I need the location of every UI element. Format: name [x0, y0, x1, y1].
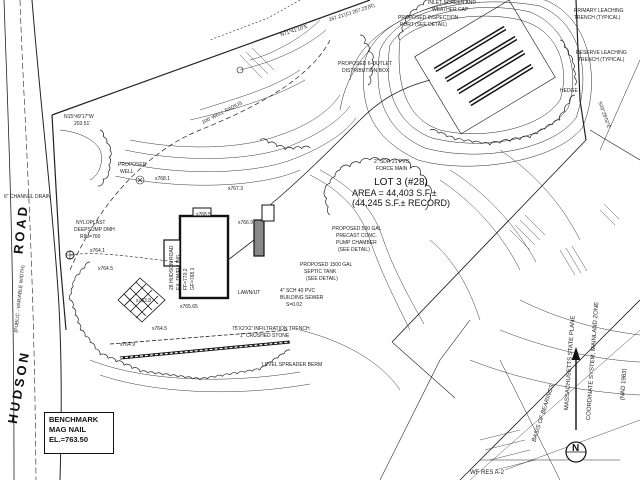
- spot-elevation-1: x764.1: [90, 248, 106, 254]
- property-line-north: [51, 0, 371, 116]
- label-infiltration-1: 75'X2'X2' INFILTRATION TRENCH: [232, 326, 310, 332]
- tree-line-segment: [97, 129, 112, 187]
- label-pump-chamber-1: PROPOSED 500 GAL: [332, 226, 382, 232]
- contours-west: [89, 19, 640, 396]
- label-proposed-well: PROPOSED: [118, 162, 147, 168]
- label-lawn: LAWN/UT: [238, 290, 261, 296]
- tree-line-segment: [429, 94, 576, 146]
- road-name-upper: ROAD: [10, 203, 31, 255]
- label-pump-chamber-3: PUMP CHAMBER: [336, 240, 377, 246]
- tie-line: [391, 341, 456, 399]
- lot-area-record: (44,245 S.F.± RECORD): [352, 198, 450, 208]
- label-sewer-3: S=0.02: [286, 302, 302, 308]
- label-level-spreader: LEVEL SPREADER BERM: [262, 362, 323, 368]
- tree-line-segment: [323, 157, 432, 216]
- label-proposed-inspection: PROPOSED INSPECTION: [398, 15, 459, 21]
- road-edge-east: [31, 0, 62, 480]
- label-primary-leaching: PRIMARY LEACHING: [574, 8, 624, 14]
- property-line-west: [51, 114, 67, 331]
- pump-chamber: [261, 204, 275, 222]
- label-reserve-leaching: RESERVE LEACHING: [576, 50, 627, 56]
- road-centerline: [19, 0, 37, 480]
- spot-elevation-3: x763.8: [136, 298, 152, 304]
- existing-dwelling: [178, 214, 230, 300]
- tree-line-segment: [69, 299, 291, 381]
- label-channel-drain: 6" CHANNEL DRAIN: [4, 194, 51, 200]
- tree-line-segment: [398, 0, 430, 41]
- label-wetland: WF RES A-2: [470, 470, 505, 476]
- label-pump-chamber-2: PRECAST CONC.: [336, 233, 378, 239]
- well-radius-arc: [69, 39, 331, 271]
- spot-elevation-9: x764.9: [120, 342, 136, 348]
- property-line-east: [575, 0, 587, 141]
- easement-line: [209, 0, 301, 41]
- label-inlet-screen: INLET SCREEN AND: [428, 0, 476, 6]
- label-septic-3: (SEE DETAIL): [306, 276, 338, 282]
- spot-elevation-7: x768.5: [196, 212, 212, 218]
- label-port-detail: PORT (SEE DETAIL): [400, 22, 447, 28]
- road-edge-west: [3, 0, 15, 480]
- hatching: [479, 203, 620, 471]
- spot-elevation-5: x768.1: [155, 176, 171, 182]
- benchmark-type: MAG NAIL: [49, 425, 87, 434]
- label-nyloplast-2: DEEPSUMP DMH: [74, 227, 115, 233]
- dwelling-gf: GF=768.1: [190, 267, 196, 290]
- benchmark-box: BENCHMARK MAG NAIL EL.=763.50: [44, 412, 114, 454]
- label-force-main-2: FORCE MAIN: [376, 166, 408, 172]
- label-reserve-trench: TRENCH (TYPICAL): [578, 57, 625, 63]
- tree-line-segment: [359, 34, 374, 86]
- label-septic-1: PROPOSED 1500 GAL: [300, 262, 353, 268]
- north-arrow-icon: [565, 441, 587, 463]
- proposed-well: [135, 175, 145, 185]
- dwelling-address: 28 HUDSON ROAD: [169, 245, 175, 290]
- dwelling-ff: FF=770.2: [183, 268, 189, 290]
- contours-leaching: [339, 0, 592, 167]
- property-line-southeast: [391, 139, 587, 343]
- label-trench-typical: TRENCH (TYPICAL): [574, 15, 621, 21]
- label-force-main: 2" SDR 21 PVC: [374, 159, 410, 165]
- label-pump-chamber-4: (SEE DETAIL): [338, 247, 370, 253]
- tree-line-segment: [259, 138, 311, 151]
- label-bearing-north-distance: 203.51': [74, 121, 91, 127]
- tree-line-segment: [559, 39, 577, 86]
- dwelling-use: EX. DWELLING: [176, 254, 182, 290]
- spot-elevation-6: x767.3: [228, 186, 244, 192]
- spot-elevation-10: x764.5: [152, 326, 168, 332]
- label-nyloplast-1: NYLOPLAST: [76, 220, 106, 226]
- tree-line-segment: [69, 261, 91, 301]
- leaching-field: [414, 0, 556, 135]
- spot-elevation-2: x764.5: [98, 266, 114, 272]
- label-bearing-north: N15°49'17"W: [64, 114, 94, 120]
- lot-title-block: LOT 3 (#28) AREA = 44,403 S.F.± (44,245 …: [352, 177, 450, 209]
- label-hedge: HEDGE: [560, 88, 578, 94]
- tree-lines: [69, 0, 577, 381]
- benchmark-elevation: EL.=763.50: [49, 435, 88, 444]
- label-weather-cap: WEATHER CAP: [432, 7, 469, 13]
- label-sewer-2: BUILDING SEWER: [280, 295, 324, 301]
- label-infiltration-2: 1" CRUSHED STONE: [240, 333, 290, 339]
- septic-tank: [253, 219, 265, 257]
- label-distribution-box: DISTRIBUTION BOX: [342, 68, 390, 74]
- force-main: [269, 79, 431, 206]
- benchmark-title: BENCHMARK: [49, 415, 99, 424]
- spot-elevation-8: x765.65: [180, 304, 198, 310]
- label-sewer-1: 4" SCH 40 PVC: [280, 288, 316, 294]
- label-distribution-outlet: PROPOSED 6-OUTLET: [338, 61, 392, 67]
- lot-area: AREA = 44,403 S.F.±: [352, 188, 437, 198]
- spot-elevation-4: x766.9: [238, 220, 254, 226]
- label-nyloplast-3: RIM=760: [80, 234, 101, 240]
- label-proposed-well-2: WELL: [120, 169, 134, 175]
- north-arrow-letter: N: [572, 443, 580, 454]
- patio-grid: [117, 277, 166, 323]
- label-septic-2: SEPTIC TANK: [304, 269, 337, 275]
- lot-number: LOT 3 (#28): [374, 177, 428, 188]
